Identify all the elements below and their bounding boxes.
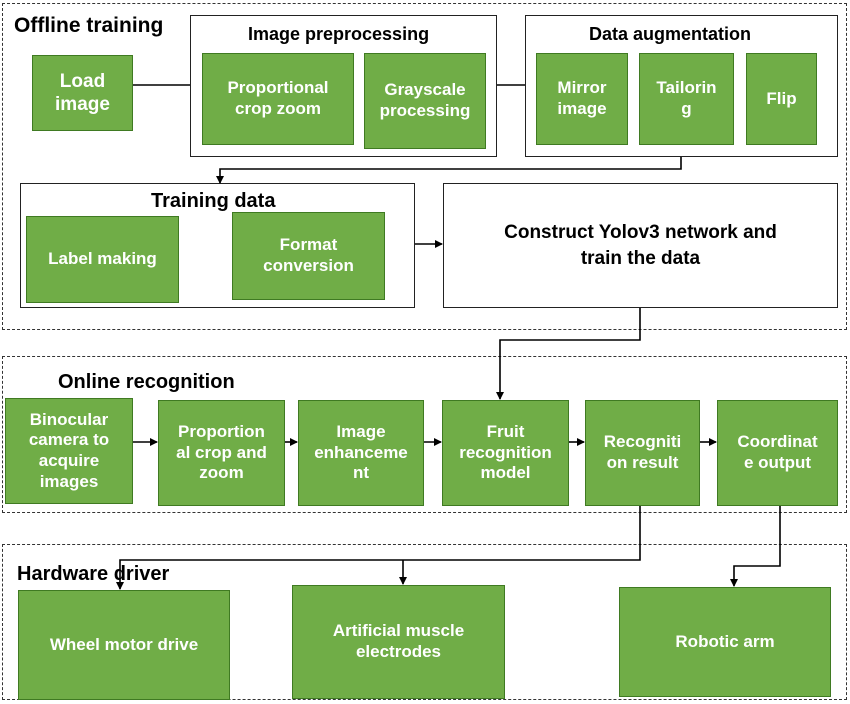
robotic-arm-box: Robotic arm (619, 587, 831, 697)
construct-yolov3-box: Construct Yolov3 network and train the d… (443, 183, 838, 308)
step-image-enhancement: Image enhanceme nt (298, 400, 424, 506)
step-recognition-result: Recogniti on result (585, 400, 700, 506)
format-conversion-box: Format conversion (232, 212, 385, 300)
step-binocular-camera: Binocular camera to acquire images (5, 398, 133, 504)
step-proportional-crop: Proportion al crop and zoom (158, 400, 285, 506)
online-recognition-title: Online recognition (58, 371, 235, 393)
step-fruit-recognition-model: Fruit recognition model (442, 400, 569, 506)
wheel-motor-drive-box: Wheel motor drive (18, 590, 230, 700)
training-data-title: Training data (151, 190, 276, 212)
offline-training-title: Offline training (14, 14, 164, 37)
hardware-driver-title: Hardware driver (17, 563, 170, 585)
grayscale-processing-box: Grayscale processing (364, 53, 486, 149)
arrow-result-to-wheel (116, 506, 641, 590)
mirror-image-box: Mirror image (536, 53, 628, 145)
arrow-construct-to-fruit-model (496, 308, 641, 400)
hardware-driver-region (2, 544, 847, 700)
image-preprocessing-title: Image preprocessing (248, 24, 430, 44)
arrow-augmentation-to-training (216, 157, 682, 184)
arrow-coordinate-to-arm (730, 506, 781, 587)
tailoring-box: Tailorin g (639, 53, 734, 145)
online-recognition-region (2, 356, 847, 513)
load-image-box: Load image (32, 55, 133, 131)
step-coordinate-output: Coordinat e output (717, 400, 838, 506)
construct-yolov3-label: Construct Yolov3 network and train the d… (504, 221, 777, 269)
offline-training-region (2, 3, 847, 330)
proportional-crop-zoom-box: Proportional crop zoom (202, 53, 354, 145)
flip-box: Flip (746, 53, 817, 145)
artificial-muscle-electrodes-box: Artificial muscle electrodes (292, 585, 505, 699)
label-making-box: Label making (26, 216, 179, 303)
data-augmentation-title: Data augmentation (589, 24, 752, 44)
